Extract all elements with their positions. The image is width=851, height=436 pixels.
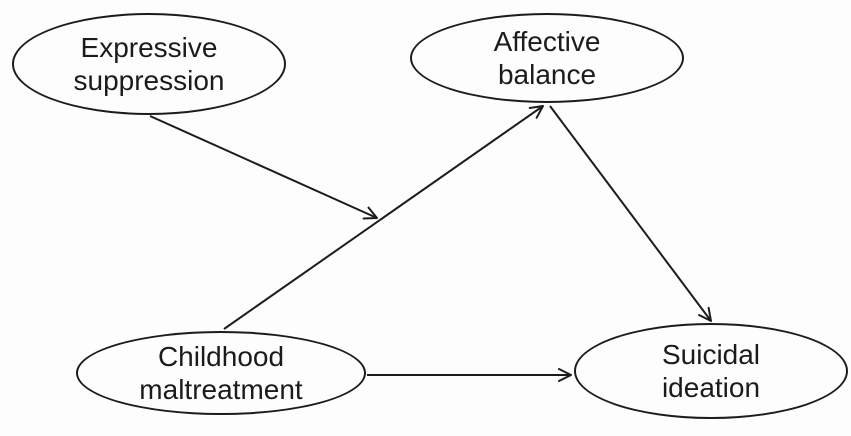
- node-label-line: Affective: [493, 26, 601, 57]
- node-label-line: Suicidal: [661, 339, 761, 370]
- node-childhood-maltreatment: Childhood maltreatment: [76, 331, 366, 415]
- edge-affective-to-suicidal: [549, 105, 712, 322]
- node-label-line: Expressive: [80, 32, 218, 63]
- edge-expressive-to-mediation-path: [149, 115, 378, 220]
- edge-childhood-to-affective: [223, 105, 544, 330]
- node-affective-balance: Affective balance: [410, 13, 684, 103]
- node-label-line: ideation: [661, 372, 761, 403]
- node-suicidal-ideation: Suicidal ideation: [574, 323, 848, 419]
- node-label-line: suppression: [73, 65, 225, 96]
- node-label-line: balance: [497, 59, 597, 90]
- node-label-line: Childhood: [157, 341, 285, 372]
- node-expressive-suppression: Expressive suppression: [12, 13, 286, 115]
- node-label-line: maltreatment: [139, 374, 303, 405]
